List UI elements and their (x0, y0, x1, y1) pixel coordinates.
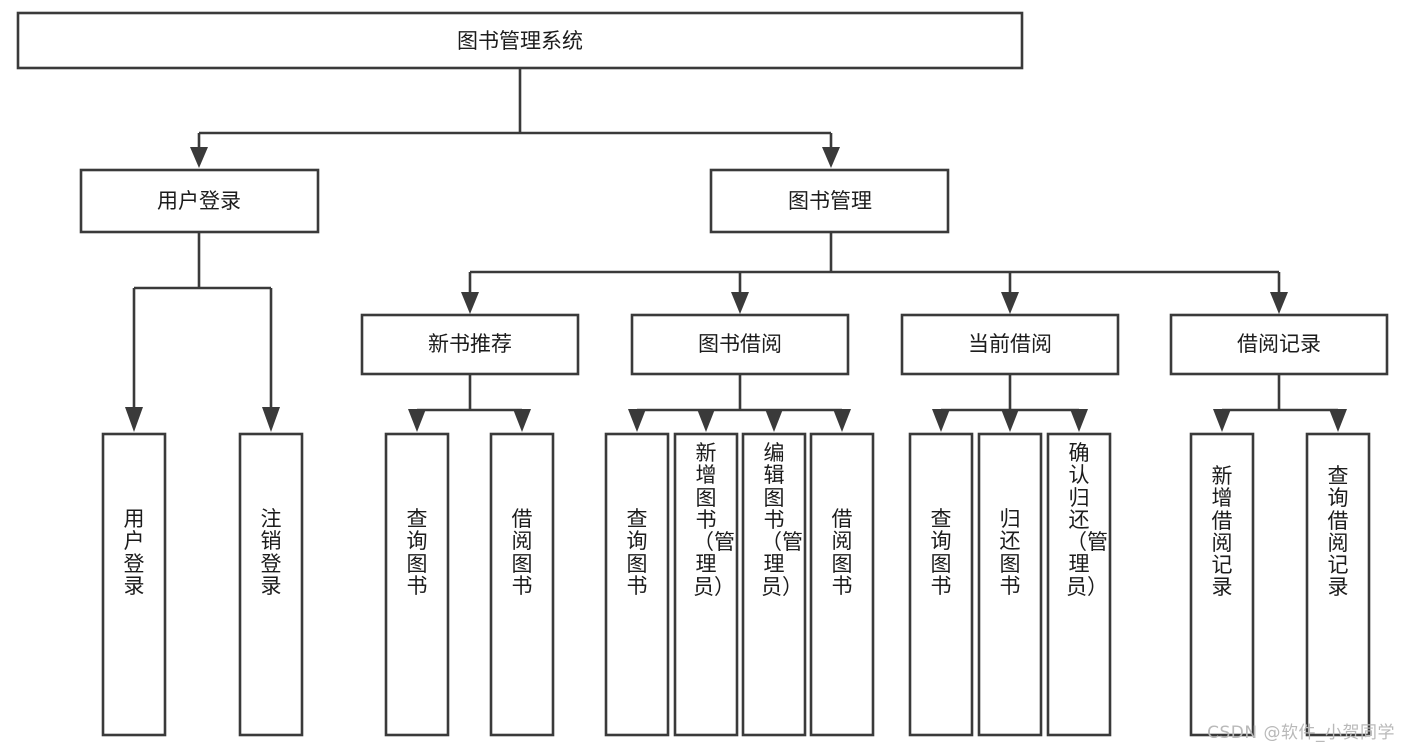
node-user-login[interactable]: 用户登录 (79, 168, 320, 234)
arrow-head-l3-3 (1270, 292, 1288, 314)
leaf-box-br-0[interactable] (1189, 432, 1255, 737)
node-current-borrow-label: 当前借阅 (968, 332, 1052, 356)
arrow-head-leaf-bb-0 (628, 409, 646, 432)
arrow-head-leaf-bb-2 (765, 409, 783, 432)
node-root-label: 图书管理系统 (457, 29, 583, 53)
leaf-box-cb-2[interactable] (1046, 432, 1112, 737)
node-current-borrow[interactable]: 当前借阅 (900, 313, 1120, 376)
arrow-head-user-login (190, 147, 208, 168)
node-book-borrow-label: 图书借阅 (698, 332, 782, 356)
leaf-box-cb-0[interactable] (908, 432, 974, 737)
csdn-watermark: CSDN @软件_小贺同学 (1207, 723, 1395, 743)
arrow-head-leaf-br-1 (1329, 409, 1347, 432)
leaf-box-nb-1[interactable] (489, 432, 555, 737)
node-new-book-recommend-label: 新书推荐 (428, 332, 512, 356)
leaf-box-nb-0[interactable] (384, 432, 450, 737)
connector-group-bookborrow-to-leaves (628, 374, 851, 432)
arrow-head-leaf-nb-1 (513, 409, 531, 432)
leaf-box-bb-3[interactable] (809, 432, 875, 737)
connector-group-bookmanage-to-level3 (461, 232, 1288, 314)
node-new-book-recommend-box[interactable] (360, 313, 580, 376)
node-borrow-record[interactable]: 借阅记录 (1169, 313, 1389, 376)
arrow-head-leaf-ul-1 (262, 407, 280, 432)
connector-group-root-to-level2 (190, 68, 840, 168)
leaf-box-bb-2[interactable] (741, 432, 807, 737)
connector-group-newbook-to-leaves (408, 374, 531, 432)
leaf-box-ul-0[interactable] (101, 432, 167, 737)
node-user-login-box[interactable] (79, 168, 320, 234)
arrow-head-leaf-cb-0 (932, 409, 950, 432)
arrow-head-leaf-br-0 (1213, 409, 1231, 432)
arrow-head-leaf-nb-0 (408, 409, 426, 432)
connector-group-userlogin-to-leaves (125, 232, 280, 432)
node-book-manage-label: 图书管理 (788, 189, 872, 213)
arrow-head-leaf-bb-1 (697, 409, 715, 432)
node-borrow-record-box[interactable] (1169, 313, 1389, 376)
node-root[interactable]: 图书管理系统 (16, 11, 1024, 70)
arrow-head-l3-1 (731, 292, 749, 314)
leaf-box-ul-1[interactable] (238, 432, 304, 737)
node-book-borrow[interactable]: 图书借阅 (630, 313, 850, 376)
leaf-box-cb-1[interactable] (977, 432, 1043, 737)
arrow-head-leaf-bb-3 (833, 409, 851, 432)
node-new-book-recommend[interactable]: 新书推荐 (360, 313, 580, 376)
arrow-head-leaf-cb-2 (1070, 409, 1088, 432)
node-borrow-record-label: 借阅记录 (1237, 332, 1321, 356)
leaf-box-bb-0[interactable] (604, 432, 670, 737)
arrow-head-l3-2 (1001, 292, 1019, 314)
node-current-borrow-box[interactable] (900, 313, 1120, 376)
node-book-borrow-box[interactable] (630, 313, 850, 376)
node-user-login-label: 用户登录 (157, 189, 241, 213)
arrow-head-leaf-ul-0 (125, 407, 143, 432)
connector-group-borrowrecord-to-leaves (1213, 374, 1347, 432)
node-root-box[interactable] (16, 11, 1024, 70)
arrow-head-leaf-cb-1 (1001, 409, 1019, 432)
leaf-box-br-1[interactable] (1305, 432, 1371, 737)
arrow-head-l3-0 (461, 292, 479, 314)
leaf-box-bb-1[interactable] (673, 432, 739, 737)
arrow-head-book-manage (822, 147, 840, 168)
node-book-manage-box[interactable] (709, 168, 950, 234)
node-book-manage[interactable]: 图书管理 (709, 168, 950, 234)
connector-group-currentborrow-to-leaves (932, 374, 1088, 432)
